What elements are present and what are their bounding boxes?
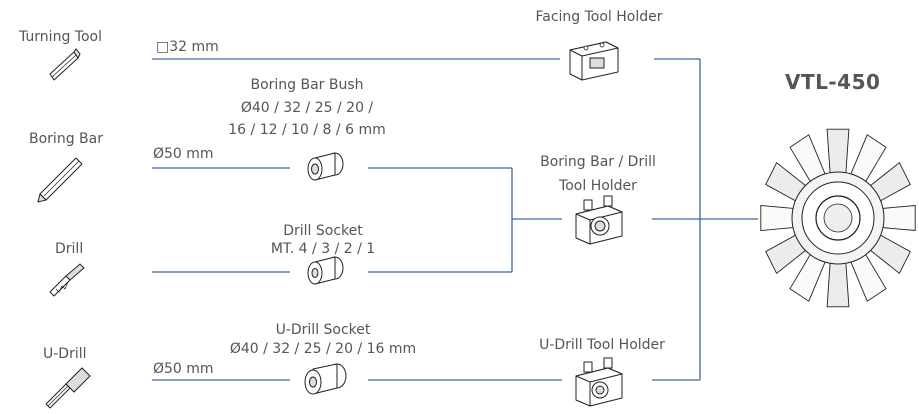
boring-bar-label: Boring Bar [29, 131, 103, 147]
turret-icon [760, 128, 916, 308]
facing-holder-label: Facing Tool Holder [535, 9, 663, 25]
boring-bar-spec: Ø50 mm [153, 146, 214, 162]
bush-icon [307, 152, 344, 181]
socket-icon [307, 256, 344, 285]
drill-label: Drill [55, 241, 84, 257]
turning-tool-label: Turning Tool [19, 29, 102, 45]
udrill-socket-title: U-Drill Socket [275, 322, 371, 338]
udrill-socket-icon [304, 363, 347, 395]
turning-spec: □32 mm [156, 39, 219, 55]
boring-drill-holder-icon [575, 195, 623, 245]
udrill-holder-label: U-Drill Tool Holder [539, 337, 665, 353]
turning-tool-icon [49, 48, 81, 81]
drill-socket-title: Drill Socket [283, 223, 363, 239]
facing-holder-icon [569, 41, 619, 81]
boring-drill-holder-label-2: Tool Holder [559, 178, 637, 194]
udrill-socket-sizes: Ø40 / 32 / 25 / 20 / 16 mm [229, 341, 417, 357]
boring-drill-holder-label-1: Boring Bar / Drill [540, 154, 656, 170]
udrill-holder-icon [575, 357, 623, 407]
boring-bar-bush-sizes-1: Ø40 / 32 / 25 / 20 / [240, 100, 374, 116]
u-drill-label: U-Drill [43, 346, 87, 362]
machine-model-title: VTL-450 [785, 70, 881, 94]
turret-spoke [826, 262, 850, 308]
u-drill-spec: Ø50 mm [153, 361, 214, 377]
boring-bar-icon [37, 157, 83, 203]
turret-spoke [826, 128, 850, 174]
u-drill-icon [45, 367, 91, 409]
boring-bar-bush-title: Boring Bar Bush [250, 77, 364, 93]
drill-icon [49, 263, 85, 297]
boring-bar-bush-sizes-2: 16 / 12 / 10 / 8 / 6 mm [228, 122, 386, 138]
drill-socket-sizes: MT. 4 / 3 / 2 / 1 [270, 241, 376, 257]
connector-lines [152, 58, 758, 381]
